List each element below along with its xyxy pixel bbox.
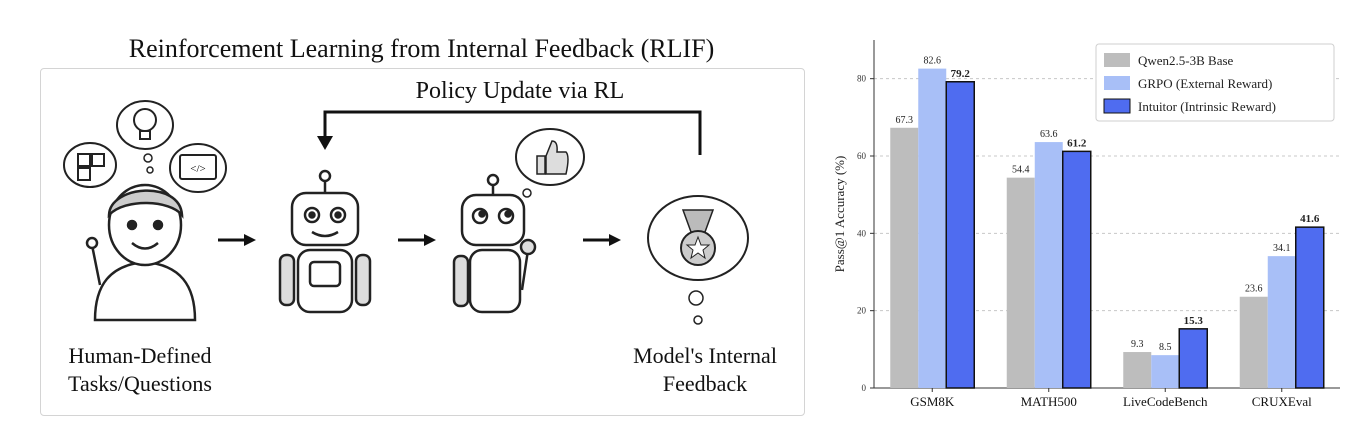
- code-icon-text: </>: [190, 163, 205, 175]
- y-tick-label: 40: [857, 228, 867, 238]
- y-tick-label: 60: [857, 151, 867, 161]
- y-tick-label: 0: [862, 383, 867, 393]
- thinking-robot-icon: [452, 173, 537, 314]
- bar-value-label: 8.5: [1159, 342, 1172, 353]
- bar: [1239, 296, 1268, 388]
- bar-value-label: 41.6: [1300, 213, 1320, 225]
- bar: [890, 127, 919, 389]
- caption-human-tasks-line1: Human-Defined: [68, 343, 212, 368]
- bar: [1123, 352, 1152, 388]
- bar-value-label: 67.3: [896, 115, 914, 126]
- x-tick-label: CRUXEval: [1252, 394, 1312, 409]
- bar-value-label: 34.1: [1273, 243, 1291, 254]
- bar-value-label: 54.4: [1012, 165, 1030, 176]
- medal-icon: [647, 195, 749, 325]
- bar: [1178, 328, 1208, 389]
- y-axis-label: Pass@1 Accuracy (%): [832, 156, 847, 273]
- stage-arrow-1: [218, 234, 256, 246]
- caption-internal-feedback-line2: Feedback: [662, 371, 748, 396]
- thought-dots: [143, 153, 154, 174]
- bar-value-label: 82.6: [924, 56, 942, 67]
- diagram-illustration: </>: [63, 100, 749, 325]
- bar-value-label: 61.2: [1067, 137, 1087, 149]
- stage-arrow-2: [398, 234, 436, 246]
- bar-value-label: 15.3: [1184, 315, 1204, 327]
- bar: [1295, 226, 1325, 389]
- stage-arrow-3: [583, 234, 621, 246]
- thumbs-up-icon: [515, 128, 585, 198]
- puzzle-icon: [63, 142, 117, 188]
- bar: [1034, 142, 1063, 388]
- y-tick-label: 20: [857, 306, 867, 316]
- boy-illustration: [85, 183, 197, 322]
- y-tick-label: 80: [857, 74, 867, 84]
- caption-internal-feedback: Model's Internal Feedback: [610, 342, 800, 398]
- caption-human-tasks-line2: Tasks/Questions: [68, 371, 212, 396]
- diagram-title: Reinforcement Learning from Internal Fee…: [128, 34, 715, 63]
- bar-value-label: 23.6: [1245, 284, 1263, 295]
- bar: [918, 68, 947, 388]
- bar: [1062, 150, 1092, 389]
- x-tick-label: MATH500: [1021, 394, 1077, 409]
- bar-value-label: 63.6: [1040, 129, 1058, 140]
- bar: [1006, 177, 1035, 388]
- x-tick-label: GSM8K: [910, 394, 955, 409]
- bar: [1151, 355, 1180, 388]
- legend-label: Intuitor (Intrinsic Reward): [1138, 99, 1276, 114]
- legend-box: [1095, 43, 1335, 122]
- legend-swatch: [1103, 98, 1131, 114]
- x-tick-label: LiveCodeBench: [1123, 394, 1208, 409]
- caption-internal-feedback-line1: Model's Internal: [633, 343, 777, 368]
- legend-swatch: [1104, 53, 1130, 67]
- robot-icon: [278, 169, 372, 314]
- lightbulb-icon: [116, 100, 174, 150]
- legend-label: Qwen2.5-3B Base: [1138, 53, 1234, 68]
- bar-value-label: 9.3: [1131, 339, 1144, 350]
- diagram-panel: [40, 68, 805, 416]
- caption-human-tasks: Human-Defined Tasks/Questions: [40, 342, 240, 398]
- loop-label: Policy Update via RL: [415, 78, 625, 104]
- code-icon: </>: [169, 143, 227, 193]
- feedback-loop-arrow: [317, 110, 702, 155]
- legend-label: GRPO (External Reward): [1138, 76, 1272, 91]
- bar: [945, 81, 975, 389]
- bar-value-label: 79.2: [951, 68, 971, 80]
- bar: [1267, 256, 1296, 388]
- legend-swatch: [1104, 76, 1130, 90]
